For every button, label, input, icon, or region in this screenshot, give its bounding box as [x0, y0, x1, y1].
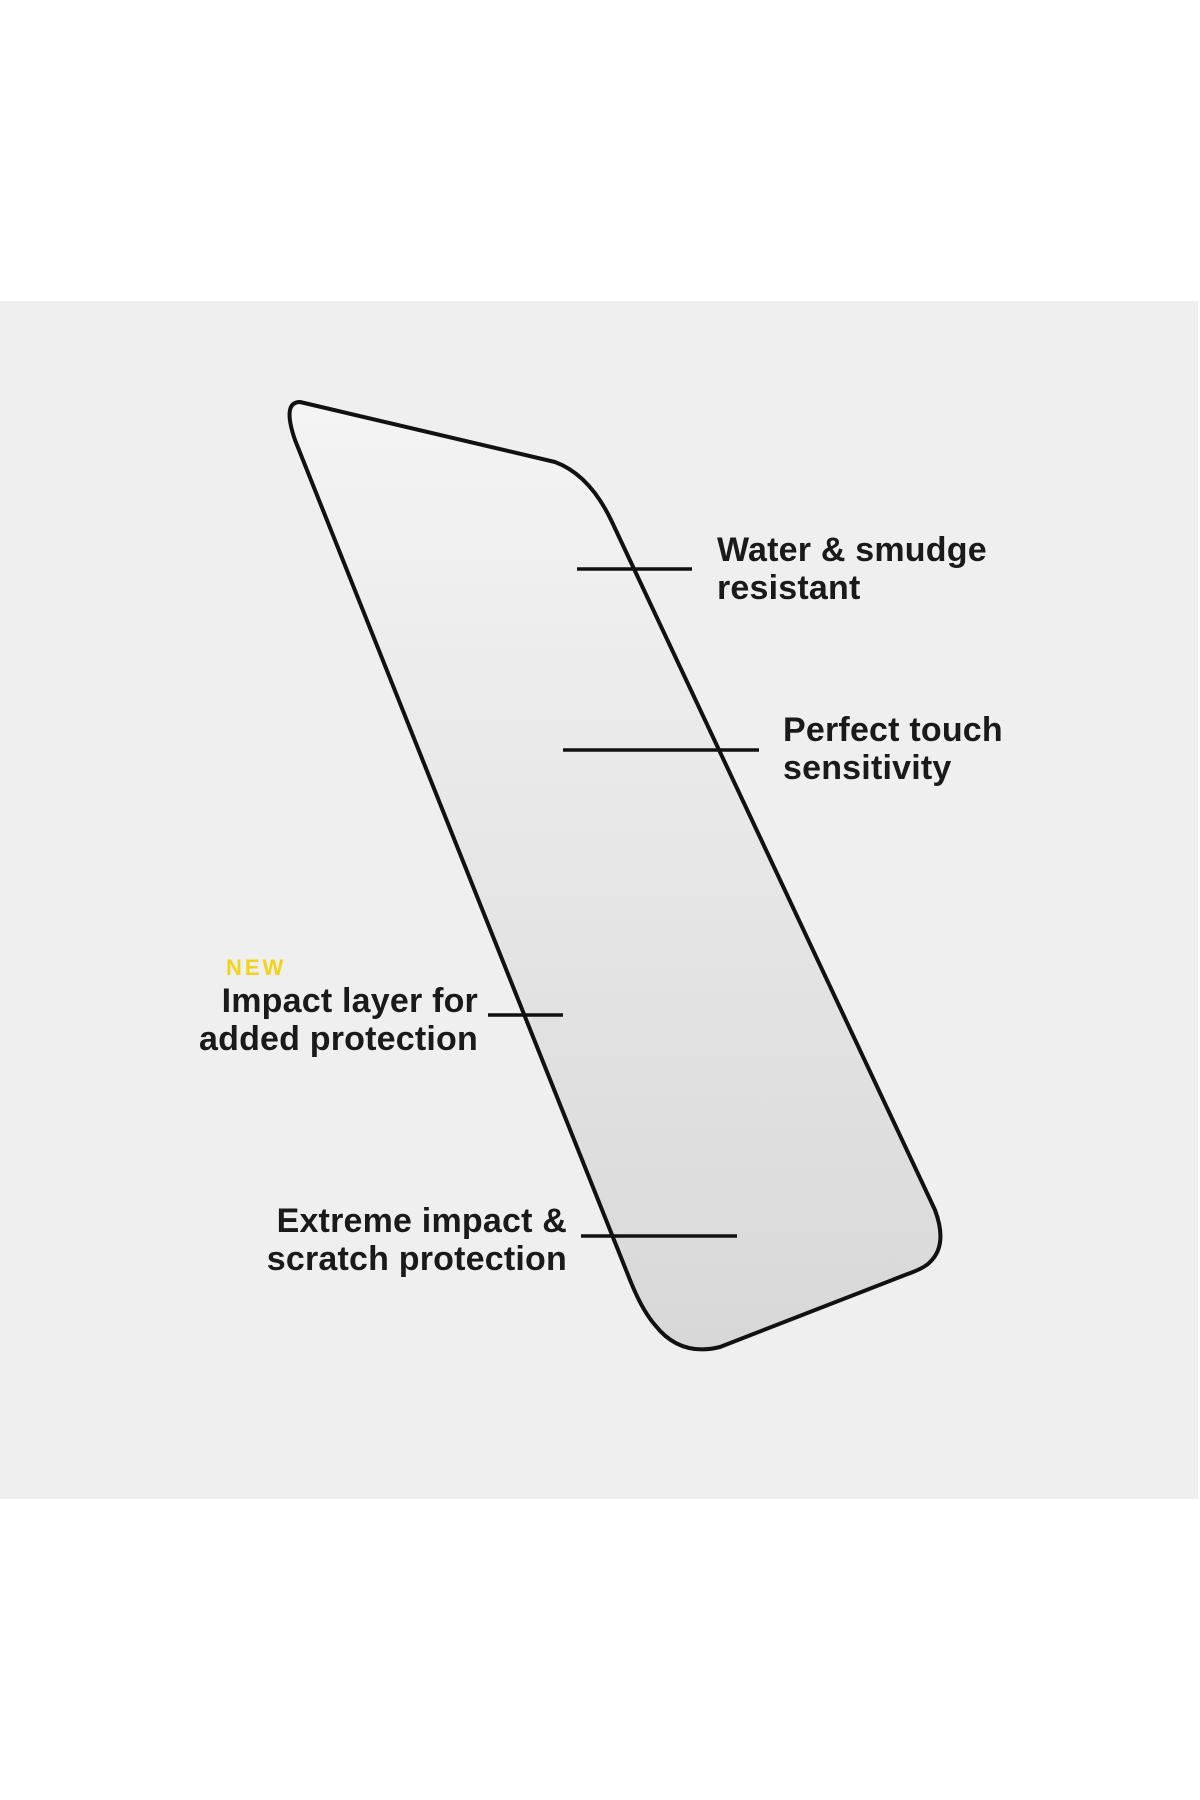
callout-text: Perfect touch — [783, 711, 1003, 749]
callout-text: Impact layer for — [221, 982, 478, 1020]
glass-outline — [287, 400, 943, 1352]
callout-water-smudge: Water & smudge resistant — [717, 531, 987, 607]
callout-text: resistant — [717, 569, 861, 607]
callout-text: scratch protection — [266, 1240, 567, 1278]
callout-text: Water & smudge — [717, 531, 987, 569]
callout-impact-layer: Impact layer for added protection — [199, 982, 478, 1058]
callout-text: Extreme impact & — [276, 1202, 567, 1240]
callout-extreme-impact: Extreme impact & scratch protection — [267, 1202, 567, 1278]
callout-text: added protection — [199, 1020, 478, 1058]
callout-text: sensitivity — [783, 749, 952, 787]
new-badge: NEW — [226, 955, 287, 980]
callout-touch-sensitivity: Perfect touch sensitivity — [783, 711, 1003, 787]
